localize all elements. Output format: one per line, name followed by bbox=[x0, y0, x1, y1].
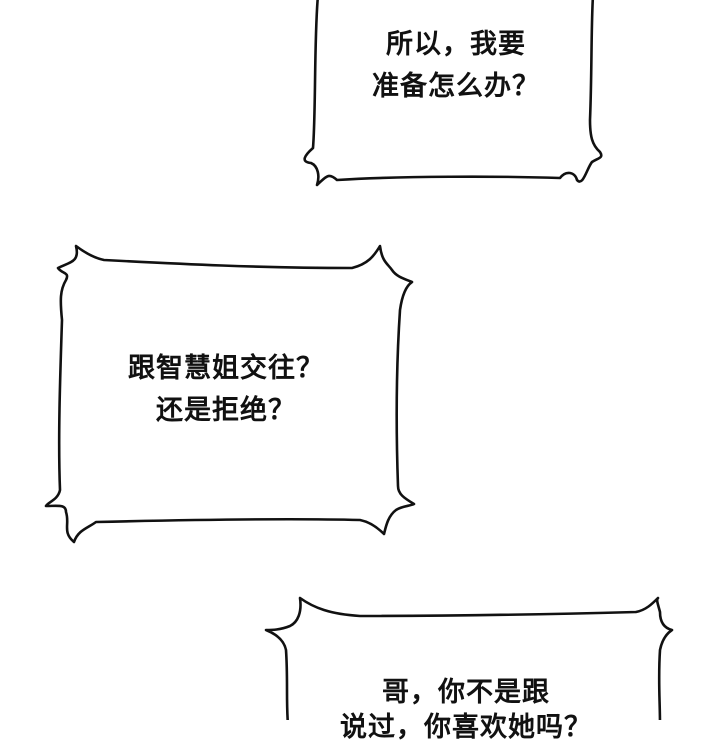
speech-bubble-2-outline bbox=[44, 244, 416, 544]
bubble-3-line-2: 说过，你喜欢她吗？ bbox=[340, 712, 592, 743]
bubble-2-line-2: 还是拒绝？ bbox=[156, 395, 296, 426]
bubble-1-line-1: 所以，我要 bbox=[386, 29, 526, 60]
bubble-1-line-2: 准备怎么办？ bbox=[372, 71, 540, 102]
speech-bubble-1-outline bbox=[303, 0, 603, 187]
comic-panel bbox=[44, 0, 674, 720]
bubble-2-line-1: 跟智慧姐交往？ bbox=[128, 353, 324, 384]
bubble-3-line-1: 哥，你不是跟 bbox=[382, 677, 550, 708]
speech-bubble-3-outline bbox=[264, 596, 674, 720]
